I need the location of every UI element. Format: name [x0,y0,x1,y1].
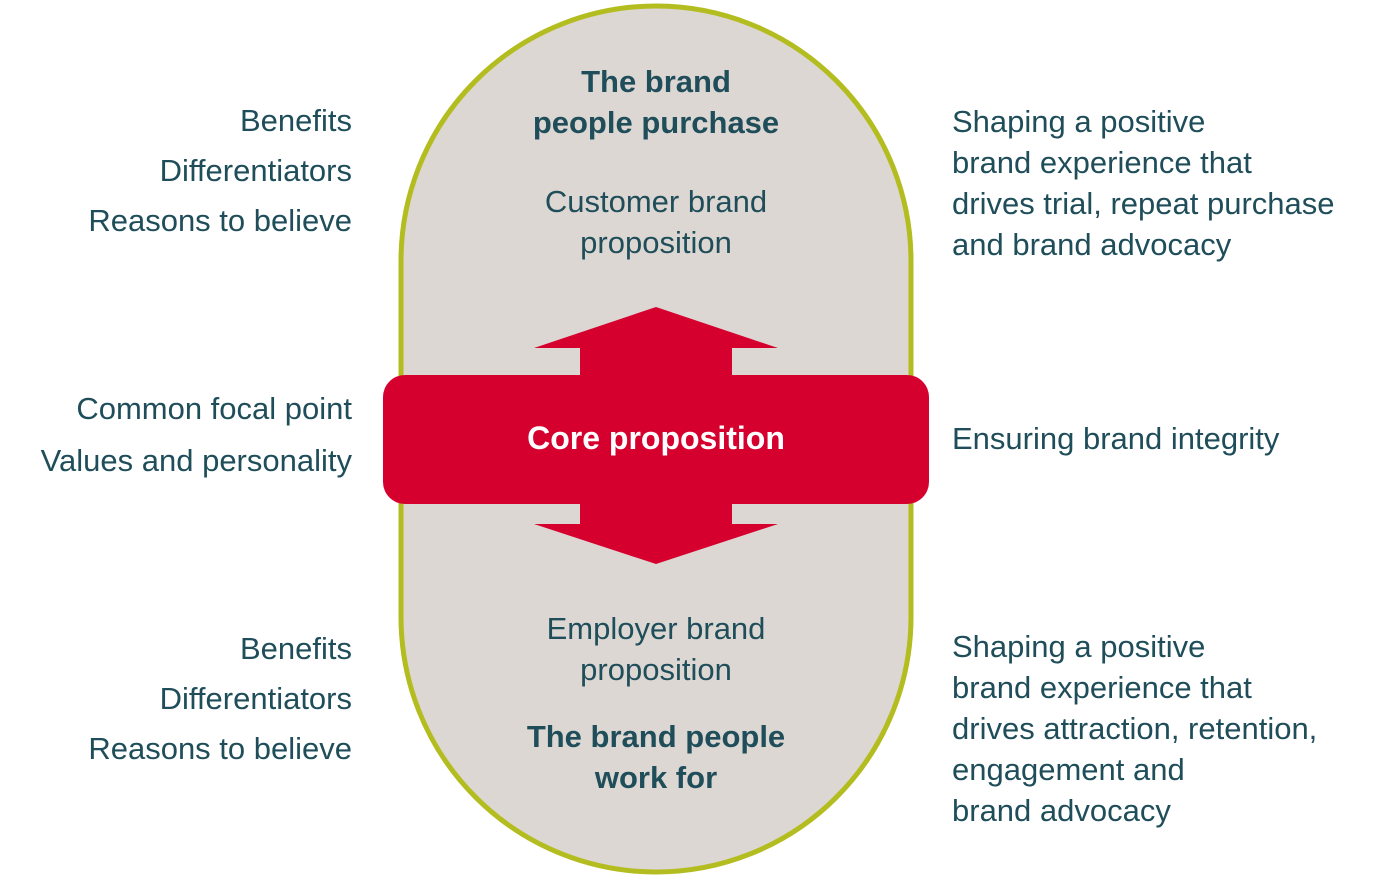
customer-brand-proposition: Customer brand proposition [544,184,768,260]
customer-brand-title: The brand people purchase [532,64,780,140]
core-proposition-bar [383,375,929,504]
left-top-item-differentiators: Differentiators [159,153,352,188]
employer-brand-title: The brand people work for [526,719,786,795]
left-bottom-item-reasons: Reasons to believe [88,731,352,766]
right-bottom-description: Shaping a positive brand experience that… [952,629,1318,828]
core-proposition-label: Core proposition [527,420,785,456]
left-top-item-benefits: Benefits [239,103,352,138]
left-bottom-item-differentiators: Differentiators [159,681,352,716]
down-arrow-icon [534,498,778,564]
up-arrow-icon [534,307,778,380]
left-top-item-reasons: Reasons to believe [88,203,352,238]
employer-brand-proposition: Employer brand proposition [546,611,766,687]
left-bottom-list: Benefits Differentiators Reasons to beli… [88,624,352,774]
left-middle-item-focal-point: Common focal point [76,391,352,426]
left-middle-list: Common focal point Values and personalit… [41,383,352,487]
right-middle-description: Ensuring brand integrity [952,421,1280,456]
left-top-list: Benefits Differentiators Reasons to beli… [88,96,352,246]
right-top-description: Shaping a positive brand experience that… [952,104,1335,262]
left-middle-item-values: Values and personality [40,443,352,478]
left-bottom-item-benefits: Benefits [239,631,352,666]
